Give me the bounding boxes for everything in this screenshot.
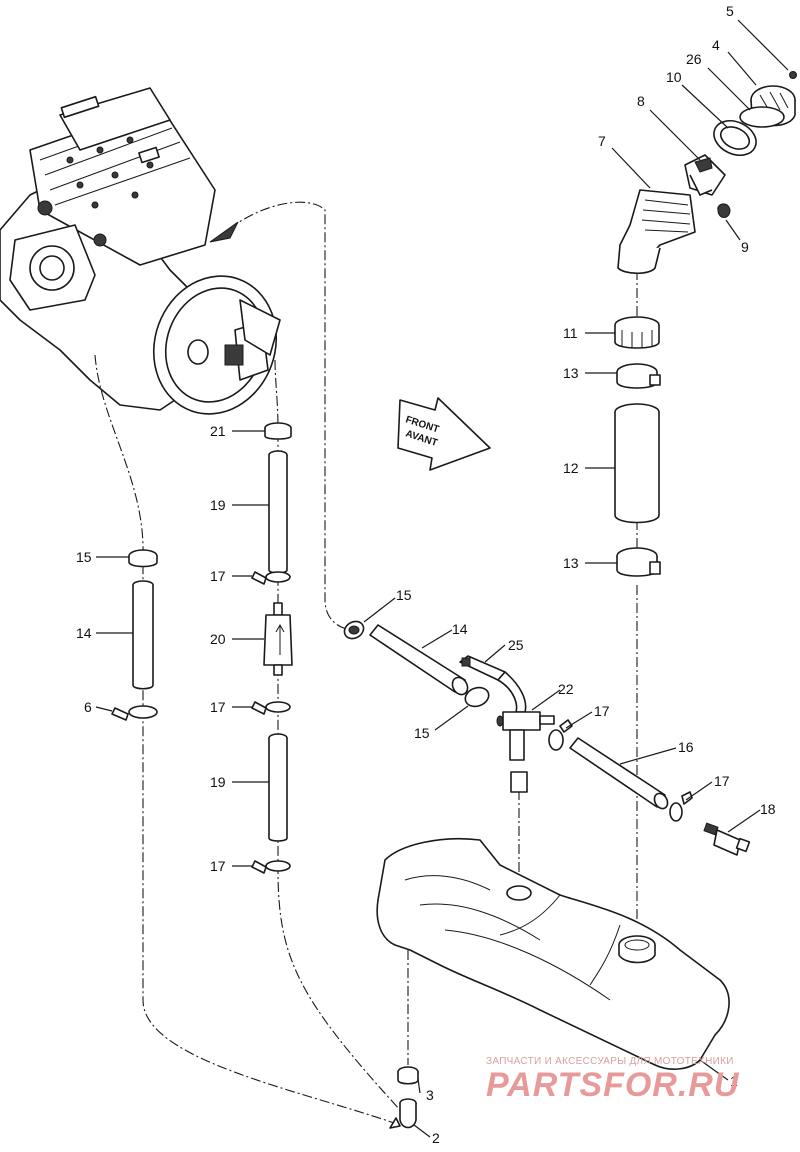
callout-19-upper: 19 — [210, 497, 226, 513]
front-direction-arrow: FRONT AVANT — [397, 397, 491, 471]
hose-route-dashed-left — [94, 354, 401, 1126]
vent-valve-8 — [684, 154, 726, 196]
callout-17-c: 17 — [210, 858, 226, 874]
hose-19-upper — [268, 450, 288, 574]
hose-route-dashed-mid — [274, 359, 401, 1111]
callout-17-a: 17 — [210, 568, 226, 584]
callout-17-e: 17 — [714, 773, 730, 789]
o-ring-10-inner — [719, 126, 751, 150]
connector-25 — [459, 655, 506, 681]
clamp-15-lower — [464, 686, 490, 708]
callout-17-d: 17 — [594, 703, 610, 719]
callout-11: 11 — [563, 325, 578, 341]
fuel-tank-1 — [376, 837, 730, 1070]
filler-neck-7 — [617, 189, 696, 275]
callout-10: 10 — [666, 69, 682, 85]
callout-18: 18 — [760, 801, 776, 817]
clamp-21 — [264, 422, 292, 440]
clamp-15-left — [128, 549, 158, 568]
fitting-18 — [703, 822, 751, 856]
check-valve-9 — [717, 203, 731, 218]
callout-16: 16 — [678, 739, 694, 755]
callout-25: 25 — [508, 637, 524, 653]
callout-15-upper: 15 — [396, 587, 412, 603]
callout-15-lower: 15 — [414, 725, 430, 741]
callout-12: 12 — [563, 460, 579, 476]
callout-6: 6 — [84, 699, 92, 715]
hose-route-dashed — [214, 201, 356, 631]
clamp-13-upper — [616, 363, 661, 389]
clamp-17-c — [251, 860, 291, 874]
callout-8: 8 — [637, 93, 645, 109]
hose-19-lower — [268, 733, 288, 842]
engine-inlet-arrow-icon — [209, 221, 239, 243]
callout-19-lower: 19 — [210, 774, 226, 790]
clamp-17-b — [251, 701, 291, 715]
callout-labels: 5 4 26 10 8 7 9 11 13 12 13 21 19 15 17 … — [76, 3, 776, 1146]
grommet-3 — [397, 1066, 419, 1085]
callout-7: 7 — [598, 133, 606, 149]
callout-4: 4 — [712, 37, 720, 53]
callout-1: 1 — [730, 1073, 738, 1089]
callout-22: 22 — [558, 681, 574, 697]
clamp-17-e — [669, 791, 693, 822]
leader-lines — [95, 19, 789, 1138]
t-fitting-22 — [496, 671, 555, 761]
callout-26: 26 — [686, 51, 702, 67]
callout-21: 21 — [210, 423, 226, 439]
callout-3: 3 — [426, 1087, 434, 1103]
fuel-filter-20 — [263, 602, 293, 676]
nut-11 — [614, 316, 660, 349]
callout-17-b: 17 — [210, 699, 226, 715]
callout-9: 9 — [741, 239, 749, 255]
cap-part-5 — [789, 71, 797, 79]
callout-14-left: 14 — [76, 625, 92, 641]
clamp-13-lower — [616, 547, 661, 577]
callout-2: 2 — [432, 1130, 440, 1146]
hose-14-left — [132, 580, 154, 690]
clamp-15-upper — [343, 620, 365, 640]
hose-16 — [569, 737, 669, 810]
callout-13-upper: 13 — [563, 365, 579, 381]
fitting-2 — [389, 1098, 417, 1129]
filler-hose-12 — [614, 403, 660, 524]
clamp-17-d — [548, 719, 573, 751]
filler-cap — [739, 85, 796, 128]
callout-5: 5 — [726, 3, 734, 19]
callout-14-right: 14 — [452, 621, 468, 637]
engine-assembly — [0, 87, 281, 415]
pickup-tube — [510, 771, 528, 793]
clamp-17-a — [251, 571, 291, 585]
callout-15-left: 15 — [76, 549, 92, 565]
hose-14-right — [369, 624, 469, 696]
callout-20: 20 — [210, 631, 226, 647]
callout-13-lower: 13 — [563, 555, 579, 571]
clamp-6 — [111, 705, 158, 721]
